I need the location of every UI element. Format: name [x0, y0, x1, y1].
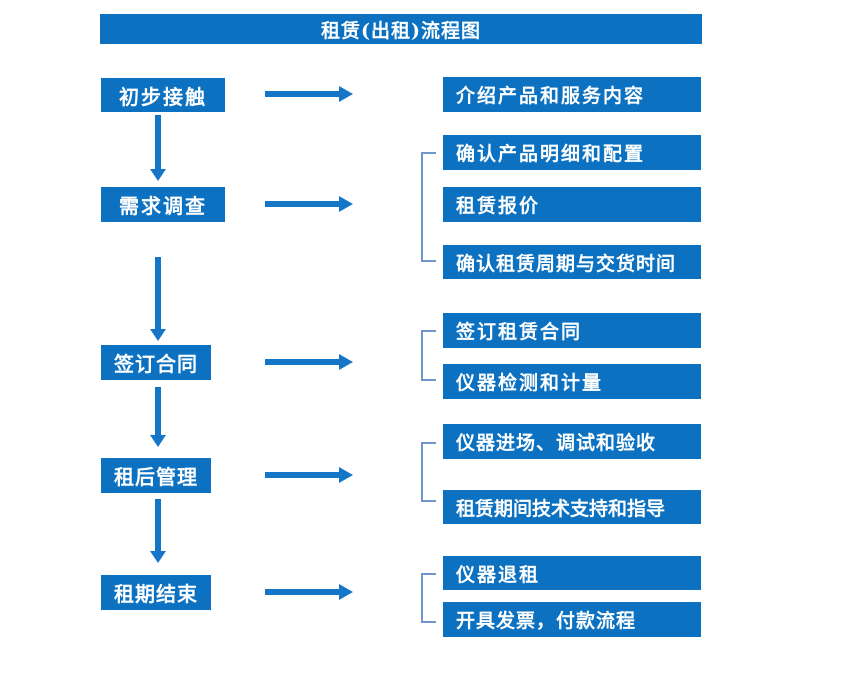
- arrow-shaft: [265, 201, 339, 207]
- stage-box-post-rental-management: 租后管理: [101, 458, 211, 493]
- arrow-shaft: [155, 115, 161, 169]
- group-bracket-icon: [421, 442, 436, 502]
- arrow-head: [150, 169, 166, 181]
- output-box-confirm-product-details: 确认产品明细和配置: [443, 135, 701, 170]
- arrow-right-icon: [265, 196, 353, 212]
- arrow-head: [339, 467, 353, 483]
- stage-box-demand-survey: 需求调查: [101, 187, 225, 222]
- arrow-down-icon: [150, 387, 166, 447]
- arrow-shaft: [155, 257, 161, 329]
- output-box-confirm-period-delivery: 确认租赁周期与交货时间: [443, 245, 701, 279]
- group-bracket-icon: [421, 573, 436, 623]
- group-bracket-icon: [421, 152, 436, 262]
- arrow-head: [339, 86, 353, 102]
- arrow-down-icon: [150, 115, 166, 181]
- arrow-shaft: [265, 589, 339, 595]
- output-box-invoice-payment: 开具发票，付款流程: [443, 602, 701, 637]
- arrow-right-icon: [265, 467, 353, 483]
- arrow-head: [339, 196, 353, 212]
- output-box-introduce-products: 介绍产品和服务内容: [443, 77, 701, 112]
- arrow-right-icon: [265, 584, 353, 600]
- arrow-right-icon: [265, 86, 353, 102]
- arrow-right-icon: [265, 354, 353, 370]
- arrow-shaft: [265, 472, 339, 478]
- stage-box-lease-end: 租期结束: [101, 575, 211, 610]
- output-box-instrument-setup-acceptance: 仪器进场、调试和验收: [443, 424, 701, 459]
- output-box-sign-rental-contract: 签订租赁合同: [443, 313, 701, 348]
- arrow-head: [339, 584, 353, 600]
- output-box-instrument-return: 仪器退租: [443, 556, 701, 590]
- output-box-technical-support: 租赁期间技术支持和指导: [443, 490, 701, 524]
- output-box-instrument-testing: 仪器检测和计量: [443, 364, 701, 399]
- arrow-down-icon: [150, 499, 166, 563]
- group-bracket-icon: [421, 330, 436, 381]
- arrow-down-icon: [150, 257, 166, 341]
- arrow-head: [339, 354, 353, 370]
- arrow-shaft: [155, 387, 161, 435]
- arrow-head: [150, 551, 166, 563]
- arrow-head: [150, 329, 166, 341]
- arrow-shaft: [265, 359, 339, 365]
- arrow-shaft: [265, 91, 339, 97]
- arrow-head: [150, 435, 166, 447]
- page-title: 租赁(出租)流程图: [100, 14, 702, 44]
- stage-box-initial-contact: 初步接触: [101, 78, 225, 112]
- stage-box-sign-contract: 签订合同: [101, 345, 211, 380]
- arrow-shaft: [155, 499, 161, 551]
- output-box-rental-quotation: 租赁报价: [443, 187, 701, 222]
